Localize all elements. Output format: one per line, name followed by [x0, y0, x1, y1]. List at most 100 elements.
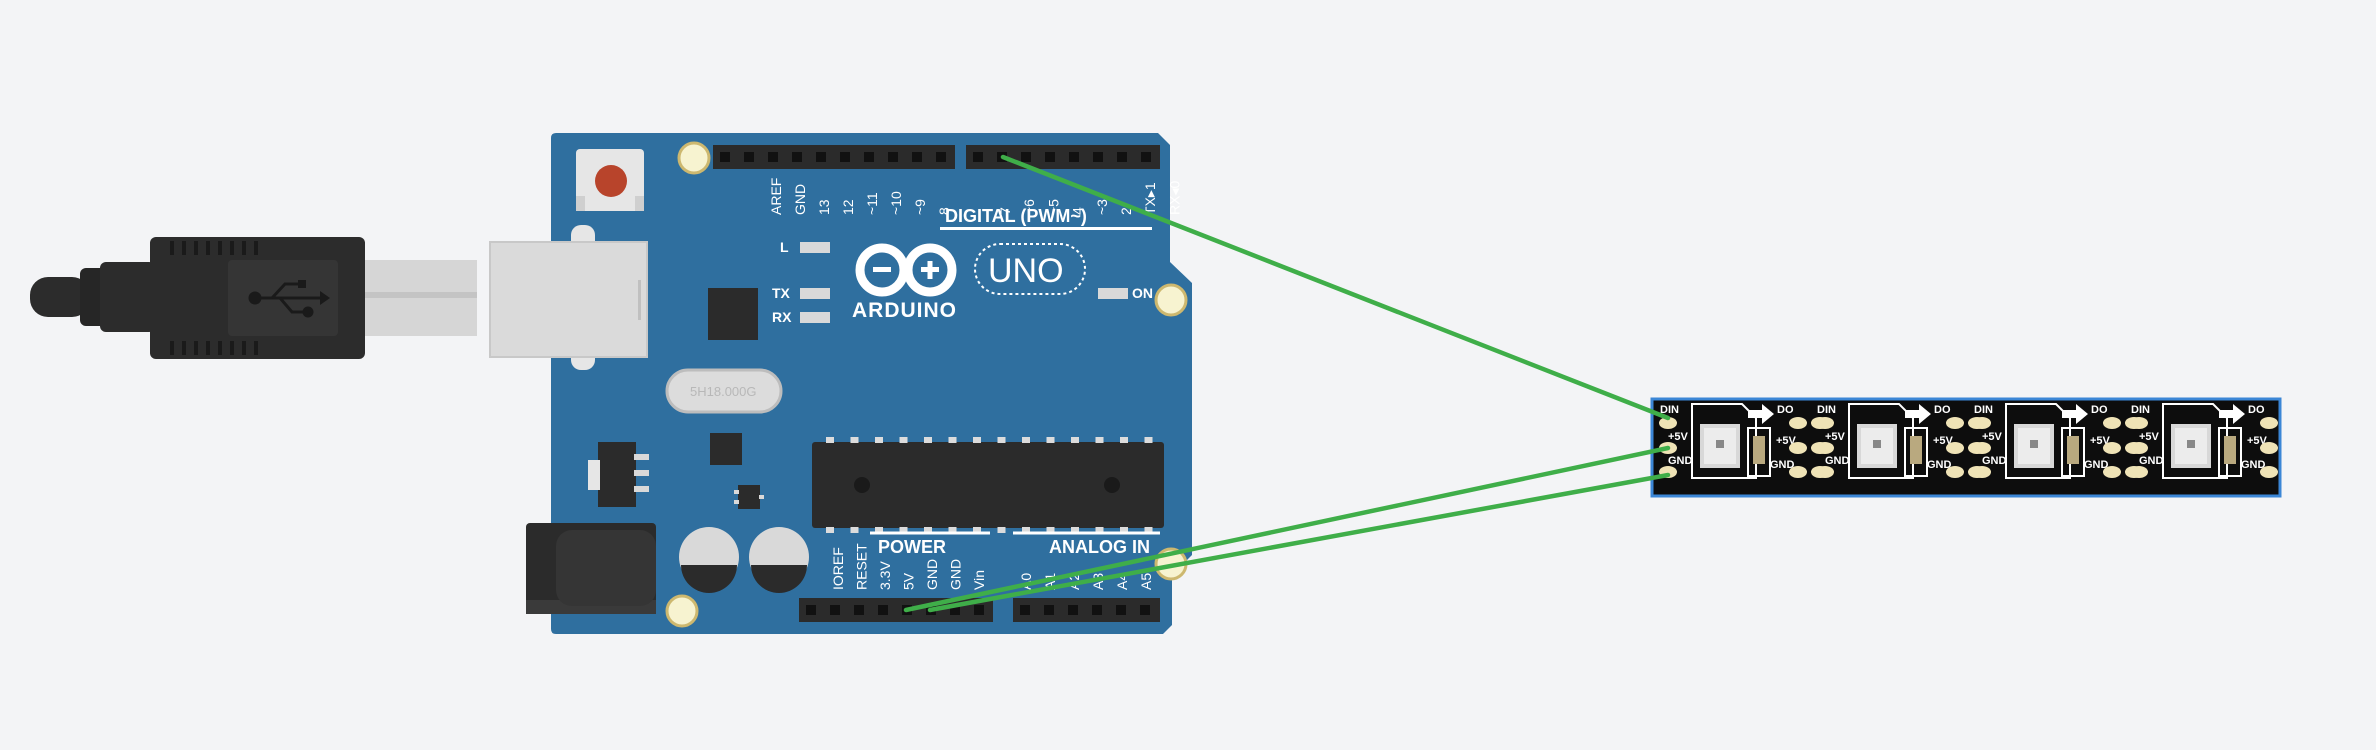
digital-pin-label: ~6	[1021, 199, 1037, 215]
led-on	[1098, 288, 1128, 299]
vcc-pad[interactable]	[1946, 442, 1964, 454]
do-pad[interactable]	[1789, 417, 1807, 429]
wires	[903, 154, 1671, 613]
vcc-label: +5V	[1825, 431, 1846, 443]
wire-data-pin6-to-din[interactable]	[1000, 154, 1671, 421]
header-socket	[973, 152, 983, 162]
header-socket	[1020, 605, 1030, 615]
usb-icon	[248, 280, 330, 318]
cable-boot	[100, 262, 155, 332]
gnd-pad[interactable]	[1973, 466, 1991, 478]
smd-capacitor	[2067, 436, 2079, 464]
power-pin-label: GND	[924, 559, 940, 590]
vcc-pad[interactable]	[2130, 442, 2148, 454]
digital-pin-label: GND	[792, 184, 808, 215]
do-label: DO	[2248, 404, 2265, 416]
usb-cable[interactable]	[30, 237, 477, 359]
do-pad[interactable]	[2260, 417, 2278, 429]
din-label: DIN	[1817, 404, 1836, 416]
gnd-label: GND	[1825, 455, 1850, 467]
transistor	[738, 485, 760, 509]
digital-pin-label: ~3	[1094, 199, 1110, 215]
gnd-pad[interactable]	[1946, 466, 1964, 478]
digital-pin-label: 7	[997, 207, 1013, 215]
din-pad[interactable]	[2130, 417, 2148, 429]
header-socket	[792, 152, 802, 162]
led-rx	[800, 312, 830, 323]
digital-pin-label: 13	[816, 199, 832, 215]
led-tx-label: TX	[772, 285, 791, 301]
plug-ridges	[170, 241, 258, 355]
gnd-pad[interactable]	[1816, 466, 1834, 478]
neopixel-strip[interactable]: DIN+5VGNDDO+5VGNDDIN+5VGNDDO+5VGNDDIN+5V…	[1650, 397, 2282, 498]
led-tx	[800, 288, 830, 299]
header-socket	[830, 605, 840, 615]
header-socket	[1116, 605, 1126, 615]
gnd-pad[interactable]	[2103, 466, 2121, 478]
voltage-regulator	[598, 442, 636, 507]
header-socket	[1117, 152, 1127, 162]
digital-header-right[interactable]	[966, 145, 1160, 169]
power-pin-label: RESET	[854, 543, 870, 590]
led-rx-label: RX	[772, 309, 792, 325]
header-socket	[1045, 152, 1055, 162]
vcc-pad[interactable]	[1973, 442, 1991, 454]
arduino-uno-board[interactable]: L TX RX ON ARDUINO UNO 5H18.000G	[489, 133, 1192, 634]
vcc-pad[interactable]	[1789, 442, 1807, 454]
din-label: DIN	[1660, 404, 1679, 416]
header-socket	[864, 152, 874, 162]
digital-pin-label: ~5	[1045, 199, 1061, 215]
power-pin-label: 5V	[901, 572, 917, 590]
do-pad[interactable]	[1946, 417, 1964, 429]
led-l	[800, 242, 830, 253]
header-socket	[912, 152, 922, 162]
gnd-label: GND	[1927, 459, 1952, 471]
power-pin-label: Vin	[971, 570, 987, 590]
smd-capacitor	[2224, 436, 2236, 464]
vcc-label: +5V	[2139, 431, 2160, 443]
header-socket	[1069, 152, 1079, 162]
capacitor	[749, 527, 809, 593]
din-pad[interactable]	[1659, 417, 1677, 429]
atmega328-chip	[812, 442, 1164, 528]
crystal-label: 5H18.000G	[690, 384, 757, 399]
smd-capacitor	[1753, 436, 1765, 464]
vcc-pad[interactable]	[2260, 442, 2278, 454]
header-socket	[936, 152, 946, 162]
cable-end	[30, 277, 90, 317]
vcc-pad[interactable]	[1816, 442, 1834, 454]
mounting-hole	[665, 594, 699, 628]
gnd-label: GND	[1770, 459, 1795, 471]
digital-pin-label: RX◂0	[1166, 181, 1182, 215]
power-header-label: POWER	[878, 537, 946, 557]
analog-header[interactable]	[1013, 598, 1160, 622]
brand-label: ARDUINO	[852, 299, 957, 322]
gnd-pad[interactable]	[2260, 466, 2278, 478]
din-pad[interactable]	[1973, 417, 1991, 429]
gnd-pad[interactable]	[1789, 466, 1807, 478]
wire-gnd-to-strip[interactable]	[927, 472, 1671, 613]
gnd-label: GND	[2084, 459, 2109, 471]
do-pad[interactable]	[2103, 417, 2121, 429]
crystal	[665, 368, 783, 414]
vcc-pad[interactable]	[2103, 442, 2121, 454]
led-on-label: ON	[1132, 285, 1153, 301]
din-pad[interactable]	[1816, 417, 1834, 429]
power-pin-label: IOREF	[830, 547, 846, 590]
arduino-logo	[855, 243, 957, 297]
do-label: DO	[1777, 404, 1794, 416]
gnd-label: GND	[1668, 455, 1693, 467]
header-socket	[888, 152, 898, 162]
vcc-label: +5V	[1668, 431, 1689, 443]
gnd-pad[interactable]	[2130, 466, 2148, 478]
wire-5v-to-strip[interactable]	[903, 445, 1671, 613]
digital-header-label: DIGITAL (PWM~)	[945, 206, 1087, 226]
header-socket	[1092, 605, 1102, 615]
header-socket	[1044, 605, 1054, 615]
reset-button[interactable]	[576, 149, 644, 211]
model-label: UNO	[988, 252, 1064, 290]
reset-button-icon	[595, 165, 627, 197]
digital-pin-label: TX▸1	[1142, 182, 1158, 215]
digital-pin-label: ~9	[912, 199, 928, 215]
